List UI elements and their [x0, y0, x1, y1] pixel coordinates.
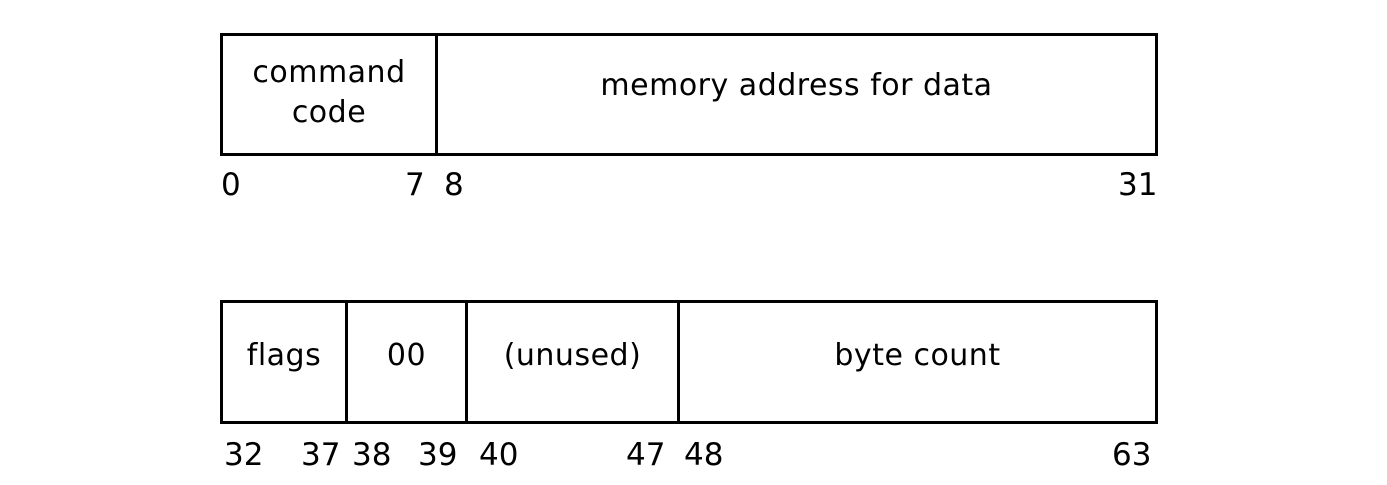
word-1-layout: command code memory address for data [220, 33, 1158, 156]
bit-number-40: 40 [479, 437, 519, 473]
byte-count-label: byte count [834, 338, 1001, 373]
zero-bits-label: 00 [386, 338, 427, 373]
unused-label: (unused) [503, 338, 642, 373]
bit-number-31: 31 [1118, 167, 1158, 203]
memory-address-field: memory address for data [435, 36, 1155, 153]
word-2-layout: flags 00 (unused) byte count [220, 300, 1158, 424]
flags-field: flags [223, 303, 345, 421]
bit-number-48: 48 [684, 437, 724, 473]
bit-number-47: 47 [626, 437, 666, 473]
unused-field: (unused) [465, 303, 677, 421]
bit-number-37: 37 [301, 437, 341, 473]
bit-number-7: 7 [405, 167, 425, 203]
bit-number-39: 39 [418, 437, 458, 473]
bit-number-8: 8 [444, 167, 464, 203]
bit-number-38: 38 [352, 437, 392, 473]
zero-bits-field: 00 [345, 303, 465, 421]
flags-label: flags [246, 338, 322, 373]
bit-number-0: 0 [221, 167, 241, 203]
byte-count-field: byte count [677, 303, 1155, 421]
command-code-field: command code [223, 36, 435, 153]
command-code-label: command code [252, 54, 406, 130]
bit-number-32: 32 [224, 437, 264, 473]
memory-address-label: memory address for data [600, 67, 993, 103]
bit-number-63: 63 [1112, 437, 1152, 473]
